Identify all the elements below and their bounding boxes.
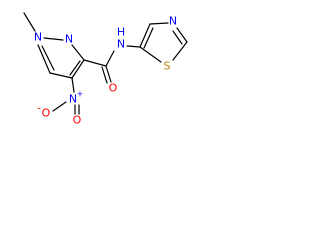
bond-s-c5t xyxy=(139,46,162,63)
bond-c5-n1-double xyxy=(41,45,55,71)
atom-s: S xyxy=(164,60,171,73)
bond-carbonyl-o-double xyxy=(101,66,108,84)
atom-o-minus: O xyxy=(42,107,51,120)
atom-n1: N xyxy=(34,31,42,44)
bond-nt-c2t-double xyxy=(172,30,183,45)
bond-c3-c4 xyxy=(71,59,85,79)
atom-n2: N xyxy=(65,33,73,46)
bond-c3-c4-double xyxy=(69,60,81,76)
atom-o-amide: O xyxy=(109,82,118,95)
bond-c4-c5 xyxy=(49,72,73,79)
atom-n-amide: N xyxy=(117,38,125,51)
bond-n1-n2 xyxy=(43,37,64,41)
bond-nt-c2t xyxy=(176,27,188,43)
bond-namide-c5t xyxy=(126,45,141,48)
bond-methyl-n1 xyxy=(23,12,36,32)
atom-o-nitro: O xyxy=(73,114,82,127)
bond-n2-c3 xyxy=(71,44,85,61)
atoms: N N N + O - O O N H S N xyxy=(34,15,177,127)
bond-c4-nnitro xyxy=(71,77,75,93)
charge-minus: - xyxy=(37,104,41,115)
bond-c2t-s xyxy=(172,41,188,61)
bond-c3-ccarbonyl xyxy=(83,59,107,67)
atom-n-nitro: N xyxy=(69,93,77,106)
molecule-structure: N N N + O - O O N H S N xyxy=(23,12,188,127)
atom-h-amide: H xyxy=(117,26,125,39)
bond-carbonyl-o xyxy=(105,65,112,83)
bond-c5-n1 xyxy=(37,44,51,74)
bond-c5t-c4t-double xyxy=(143,27,154,49)
bond-c4t-nt xyxy=(149,22,169,25)
bonds xyxy=(23,12,188,115)
bond-c5t-c4t xyxy=(139,23,151,48)
bond-carbonyl-n xyxy=(105,50,115,67)
charge-plus: + xyxy=(77,90,84,99)
bond-nnitro-ominus xyxy=(52,101,67,112)
atom-n-thiazole: N xyxy=(169,15,177,28)
